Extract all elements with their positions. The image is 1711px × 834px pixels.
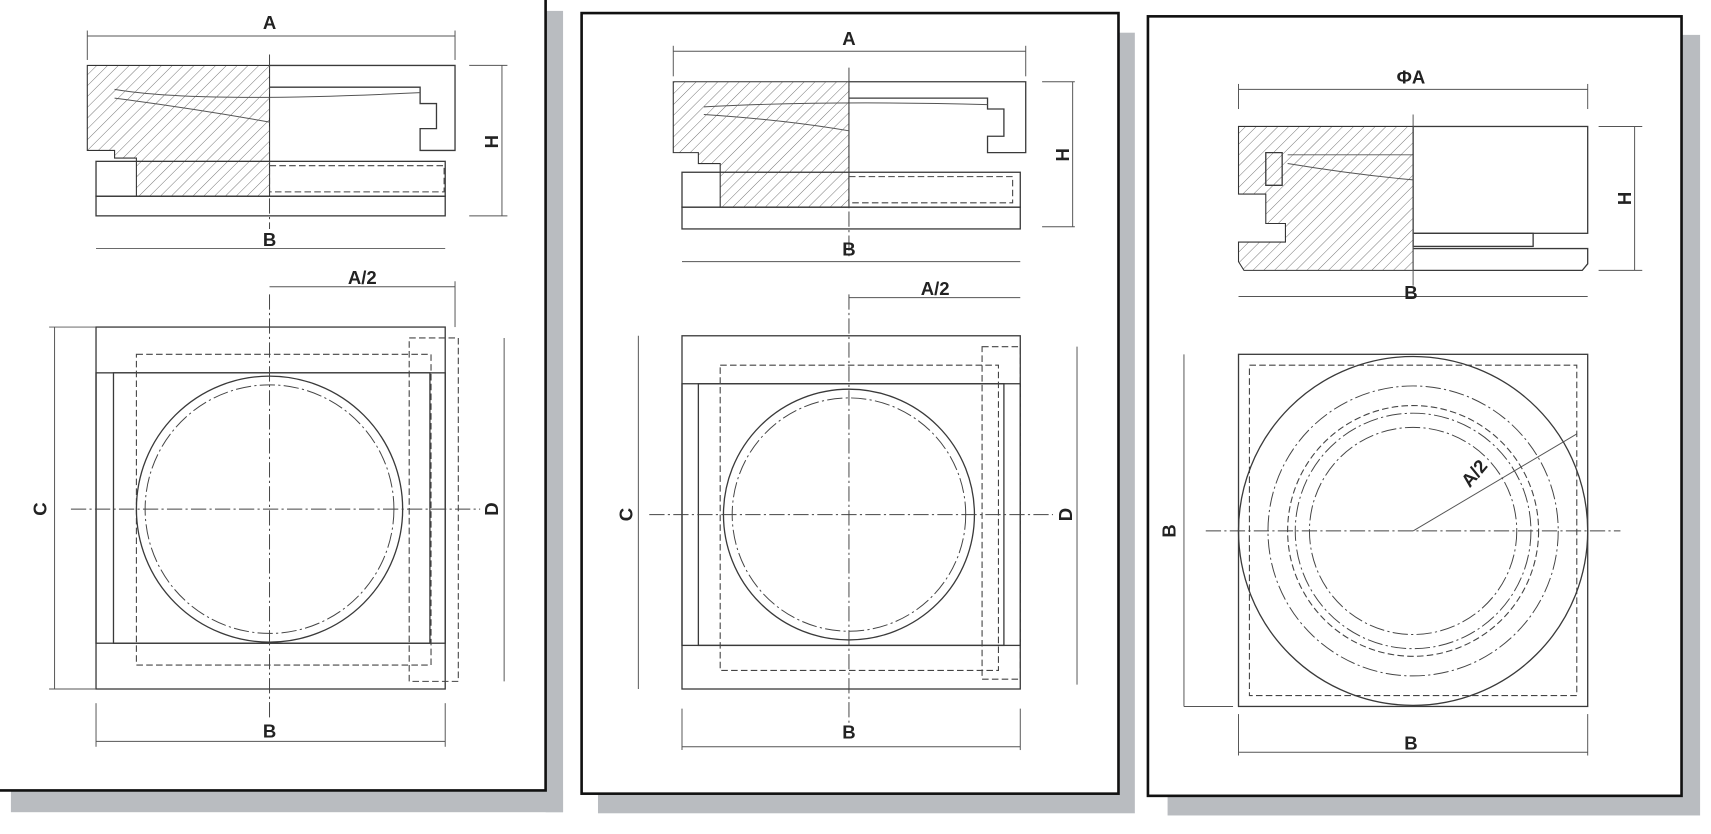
dim-label-b-side: B	[1159, 524, 1180, 537]
dim-label-b-bottom: B	[842, 722, 855, 743]
dim-label-a-half: A/2	[921, 278, 950, 299]
panel-2: A H B A/2 C D B	[580, 11, 1135, 814]
dim-label-b-bottom: B	[263, 721, 276, 742]
dim-label-h: H	[481, 135, 502, 148]
dim-label-a: A	[842, 28, 855, 49]
dim-label-b: B	[263, 229, 276, 250]
panel-3: ΦA H B A/2 B B	[1146, 15, 1701, 816]
dim-label-b: B	[1404, 282, 1417, 303]
dim-label-b: B	[842, 239, 855, 260]
elevation-view	[1237, 83, 1643, 298]
dim-label-h: H	[1052, 148, 1073, 161]
dim-label-d: D	[481, 502, 502, 515]
dim-label-c: C	[615, 508, 636, 521]
panel-frame	[580, 11, 1120, 795]
dim-label-a: A	[263, 12, 276, 33]
elevation-view	[86, 30, 508, 250]
plan-view	[637, 294, 1078, 751]
dim-label-phi-a: ΦA	[1397, 66, 1426, 87]
plan-view	[1183, 353, 1621, 756]
dim-label-b-bottom: B	[1404, 733, 1417, 754]
dim-label-c: C	[29, 502, 50, 515]
panel-shadow	[545, 10, 564, 813]
panel-1: A H B A/2 C D B	[0, 0, 564, 813]
dim-label-a-half: A/2	[348, 267, 377, 288]
panel-frame	[0, 0, 547, 792]
dim-label-d: D	[1055, 508, 1076, 521]
elevation-view	[672, 45, 1075, 263]
dim-label-h: H	[1614, 192, 1635, 205]
panel-shadow	[10, 790, 564, 813]
plan-view	[49, 281, 505, 747]
